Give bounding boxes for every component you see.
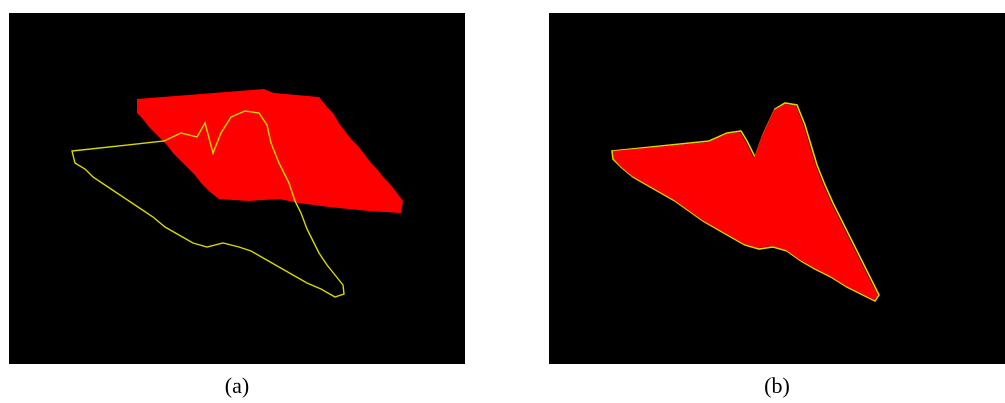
image-panel-b bbox=[549, 13, 1005, 364]
red-region-b bbox=[613, 104, 878, 300]
red-region-a bbox=[137, 89, 403, 213]
segmentation-image-a bbox=[9, 13, 465, 364]
image-panel-a bbox=[9, 13, 465, 364]
segmentation-image-b bbox=[549, 13, 1005, 364]
caption-b: (b) bbox=[549, 374, 1005, 398]
caption-a: (a) bbox=[9, 374, 465, 398]
